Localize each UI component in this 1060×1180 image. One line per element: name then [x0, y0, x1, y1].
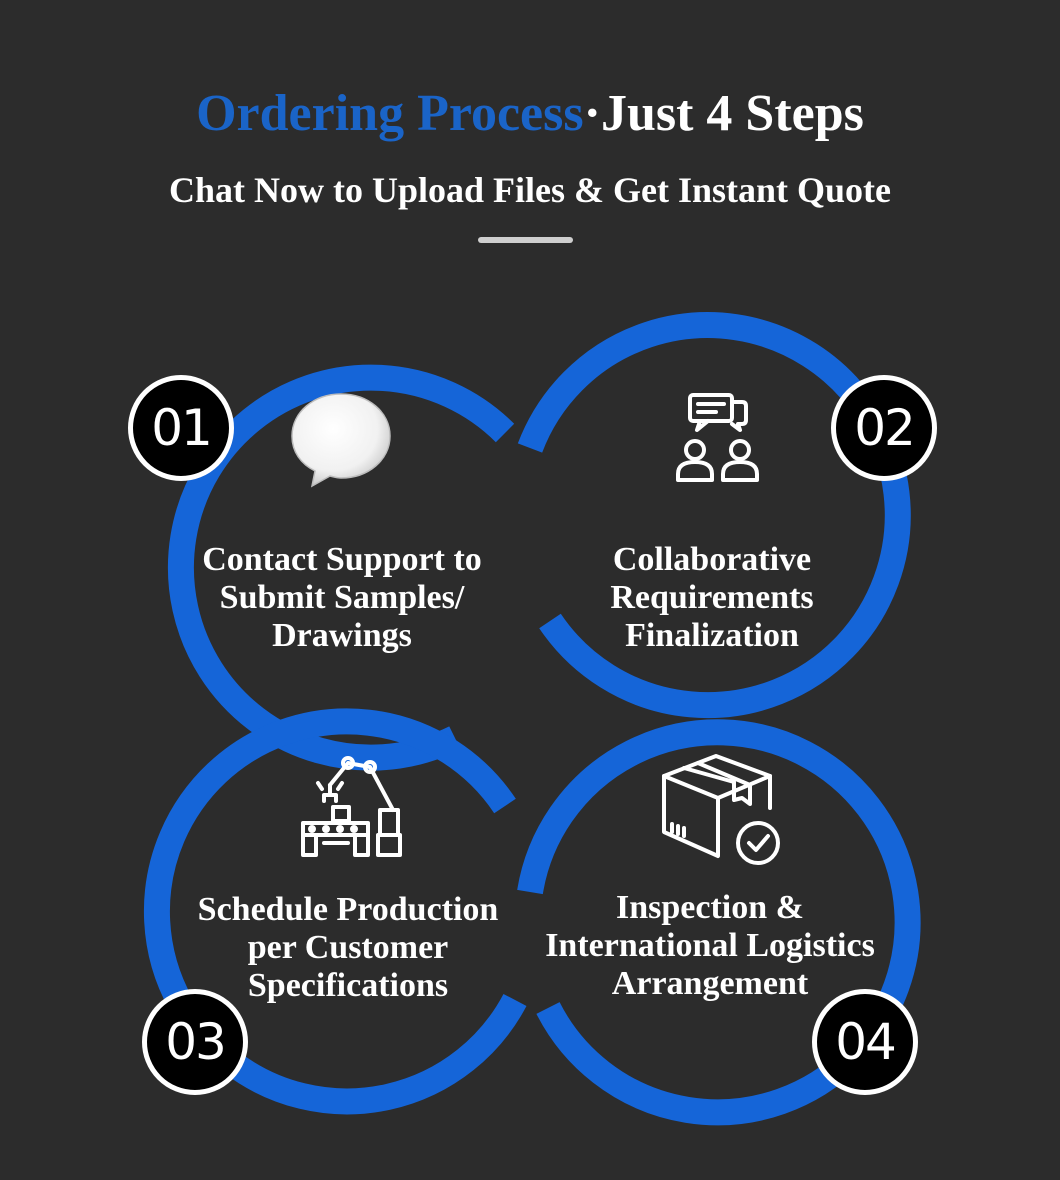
step-4-line-3: Arrangement	[611, 965, 809, 1002]
step-1-badge: 01	[128, 375, 234, 481]
page-subtitle: Chat Now to Upload Files & Get Instant Q…	[168, 170, 891, 210]
step-1-line-3: Drawings	[272, 617, 412, 654]
step-3-badge: 03	[142, 989, 248, 1095]
step-2-line-2: Requirements	[610, 579, 814, 616]
title-accent: Ordering Process	[196, 85, 584, 142]
step-4-line-1: Inspection &	[616, 889, 804, 926]
ring-step-4	[517, 719, 921, 1126]
step-2-line-3: Finalization	[625, 617, 799, 654]
people-chat-icon	[670, 390, 770, 490]
step-4-line-2: International Logistics	[545, 927, 875, 964]
ring-step-1	[167, 364, 515, 771]
title-rest: ·Just 4 Steps	[583, 85, 864, 142]
step-1-line-2: Submit Samples/	[219, 579, 465, 616]
step-2-badge: 02	[831, 375, 937, 481]
ring-step-3	[143, 708, 527, 1115]
title-divider	[478, 237, 573, 243]
chat-bubble-icon	[288, 390, 398, 495]
box-check-icon	[658, 748, 788, 873]
ring-step-2	[517, 312, 911, 719]
step-1-line-1: Contact Support to	[202, 541, 482, 578]
robot-arm-icon	[298, 755, 403, 870]
step-2-text: Collaborative Requirements Finalization	[542, 541, 882, 655]
step-4-text: Inspection & International Logistics Arr…	[530, 889, 890, 1003]
step-4-badge: 04	[812, 989, 918, 1095]
step-3-line-2: per Customer	[247, 929, 449, 966]
page-title: Ordering Process·Just 4 Steps	[0, 82, 1060, 146]
step-1-text: Contact Support to Submit Samples/ Drawi…	[172, 541, 512, 655]
step-2-line-1: Collaborative	[612, 541, 812, 578]
step-3-text: Schedule Production per Customer Specifi…	[178, 891, 518, 1005]
step-3-line-1: Schedule Production	[197, 891, 499, 928]
step-3-line-3: Specifications	[247, 967, 449, 1004]
